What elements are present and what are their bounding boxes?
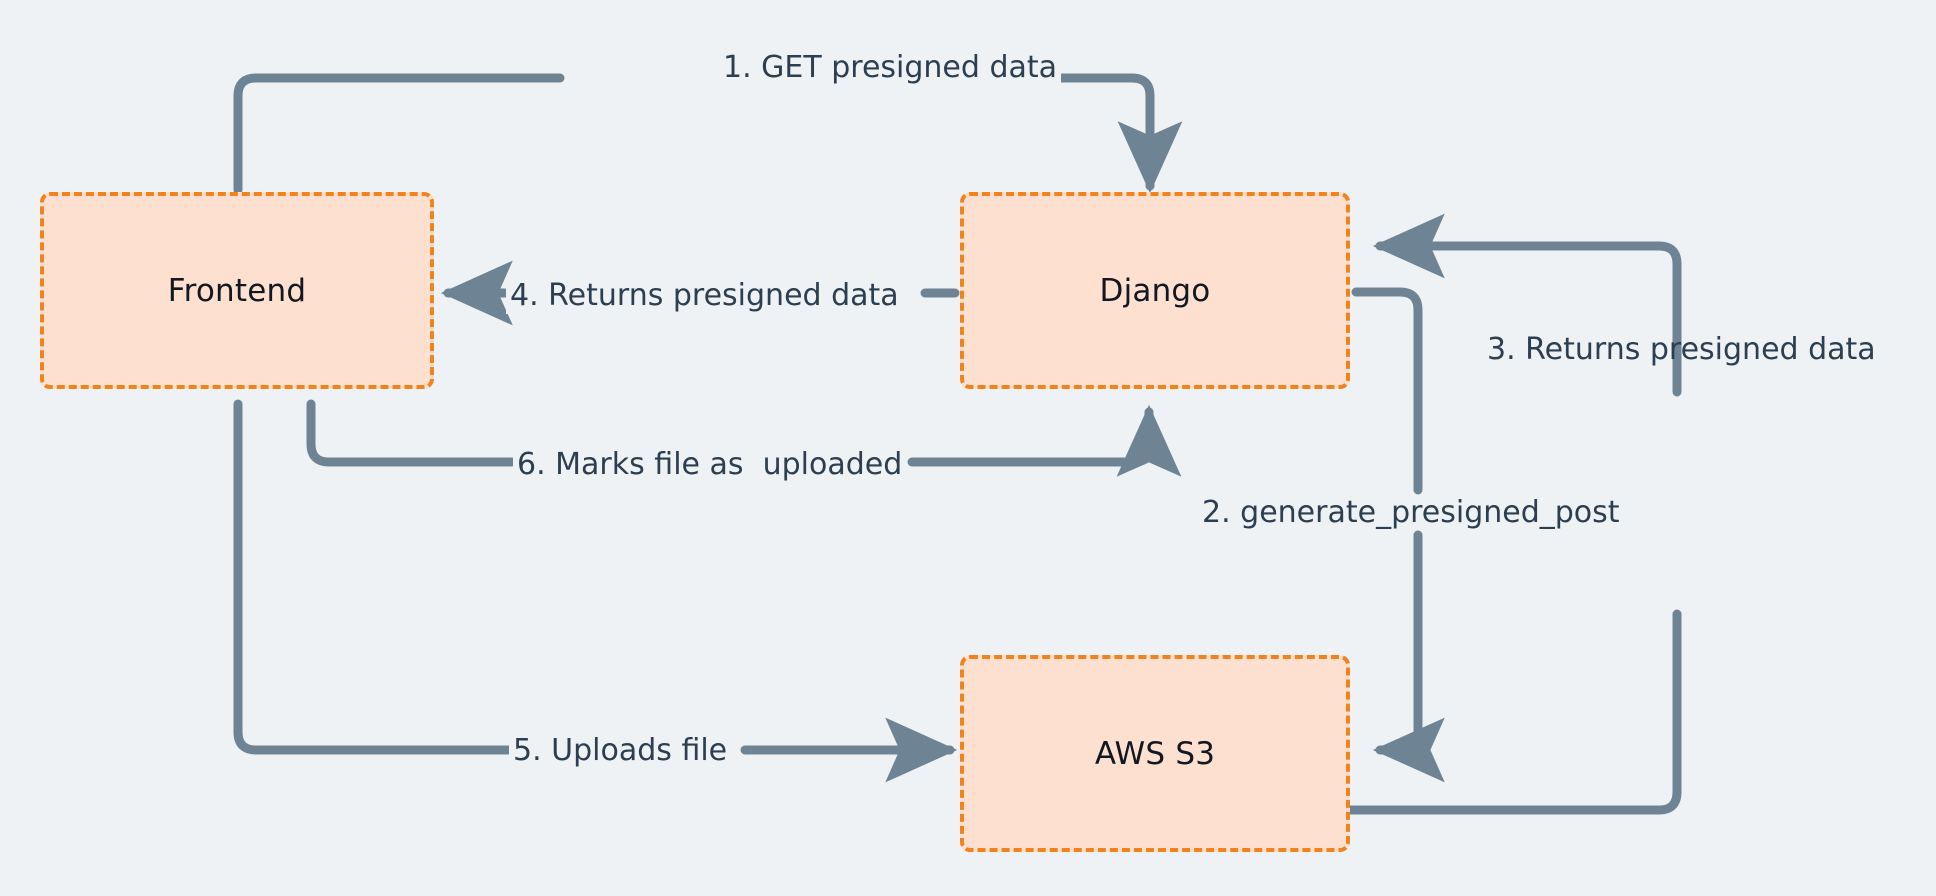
node-django-label: Django — [1099, 272, 1211, 309]
node-aws-s3[interactable]: AWS S3 — [960, 655, 1350, 852]
node-frontend-label: Frontend — [167, 272, 307, 309]
edge-label-3: 3. Returns presigned data — [1487, 332, 1876, 367]
edge-label-1: 1. GET presigned data — [719, 50, 1062, 86]
node-frontend[interactable]: Frontend — [40, 192, 434, 389]
node-aws-s3-label: AWS S3 — [1094, 735, 1216, 772]
edge-6-marks-file-as-uploaded — [306, 399, 1182, 477]
node-django[interactable]: Django — [960, 192, 1350, 389]
edge-label-4: 4. Returns presigned data — [506, 278, 903, 314]
edge-label-2: 2. generate_presigned_post — [1202, 495, 1620, 530]
edge-label-6: 6. Marks file as uploaded — [513, 447, 907, 483]
edge-3-returns-presigned-data — [1343, 213, 1682, 815]
edge-label-5: 5. Uploads file — [509, 733, 732, 769]
edge-2-generate-presigned-post — [1351, 287, 1445, 783]
edge-5-uploads-file — [233, 399, 958, 783]
edge-1-get-presigned-data — [233, 73, 1183, 195]
